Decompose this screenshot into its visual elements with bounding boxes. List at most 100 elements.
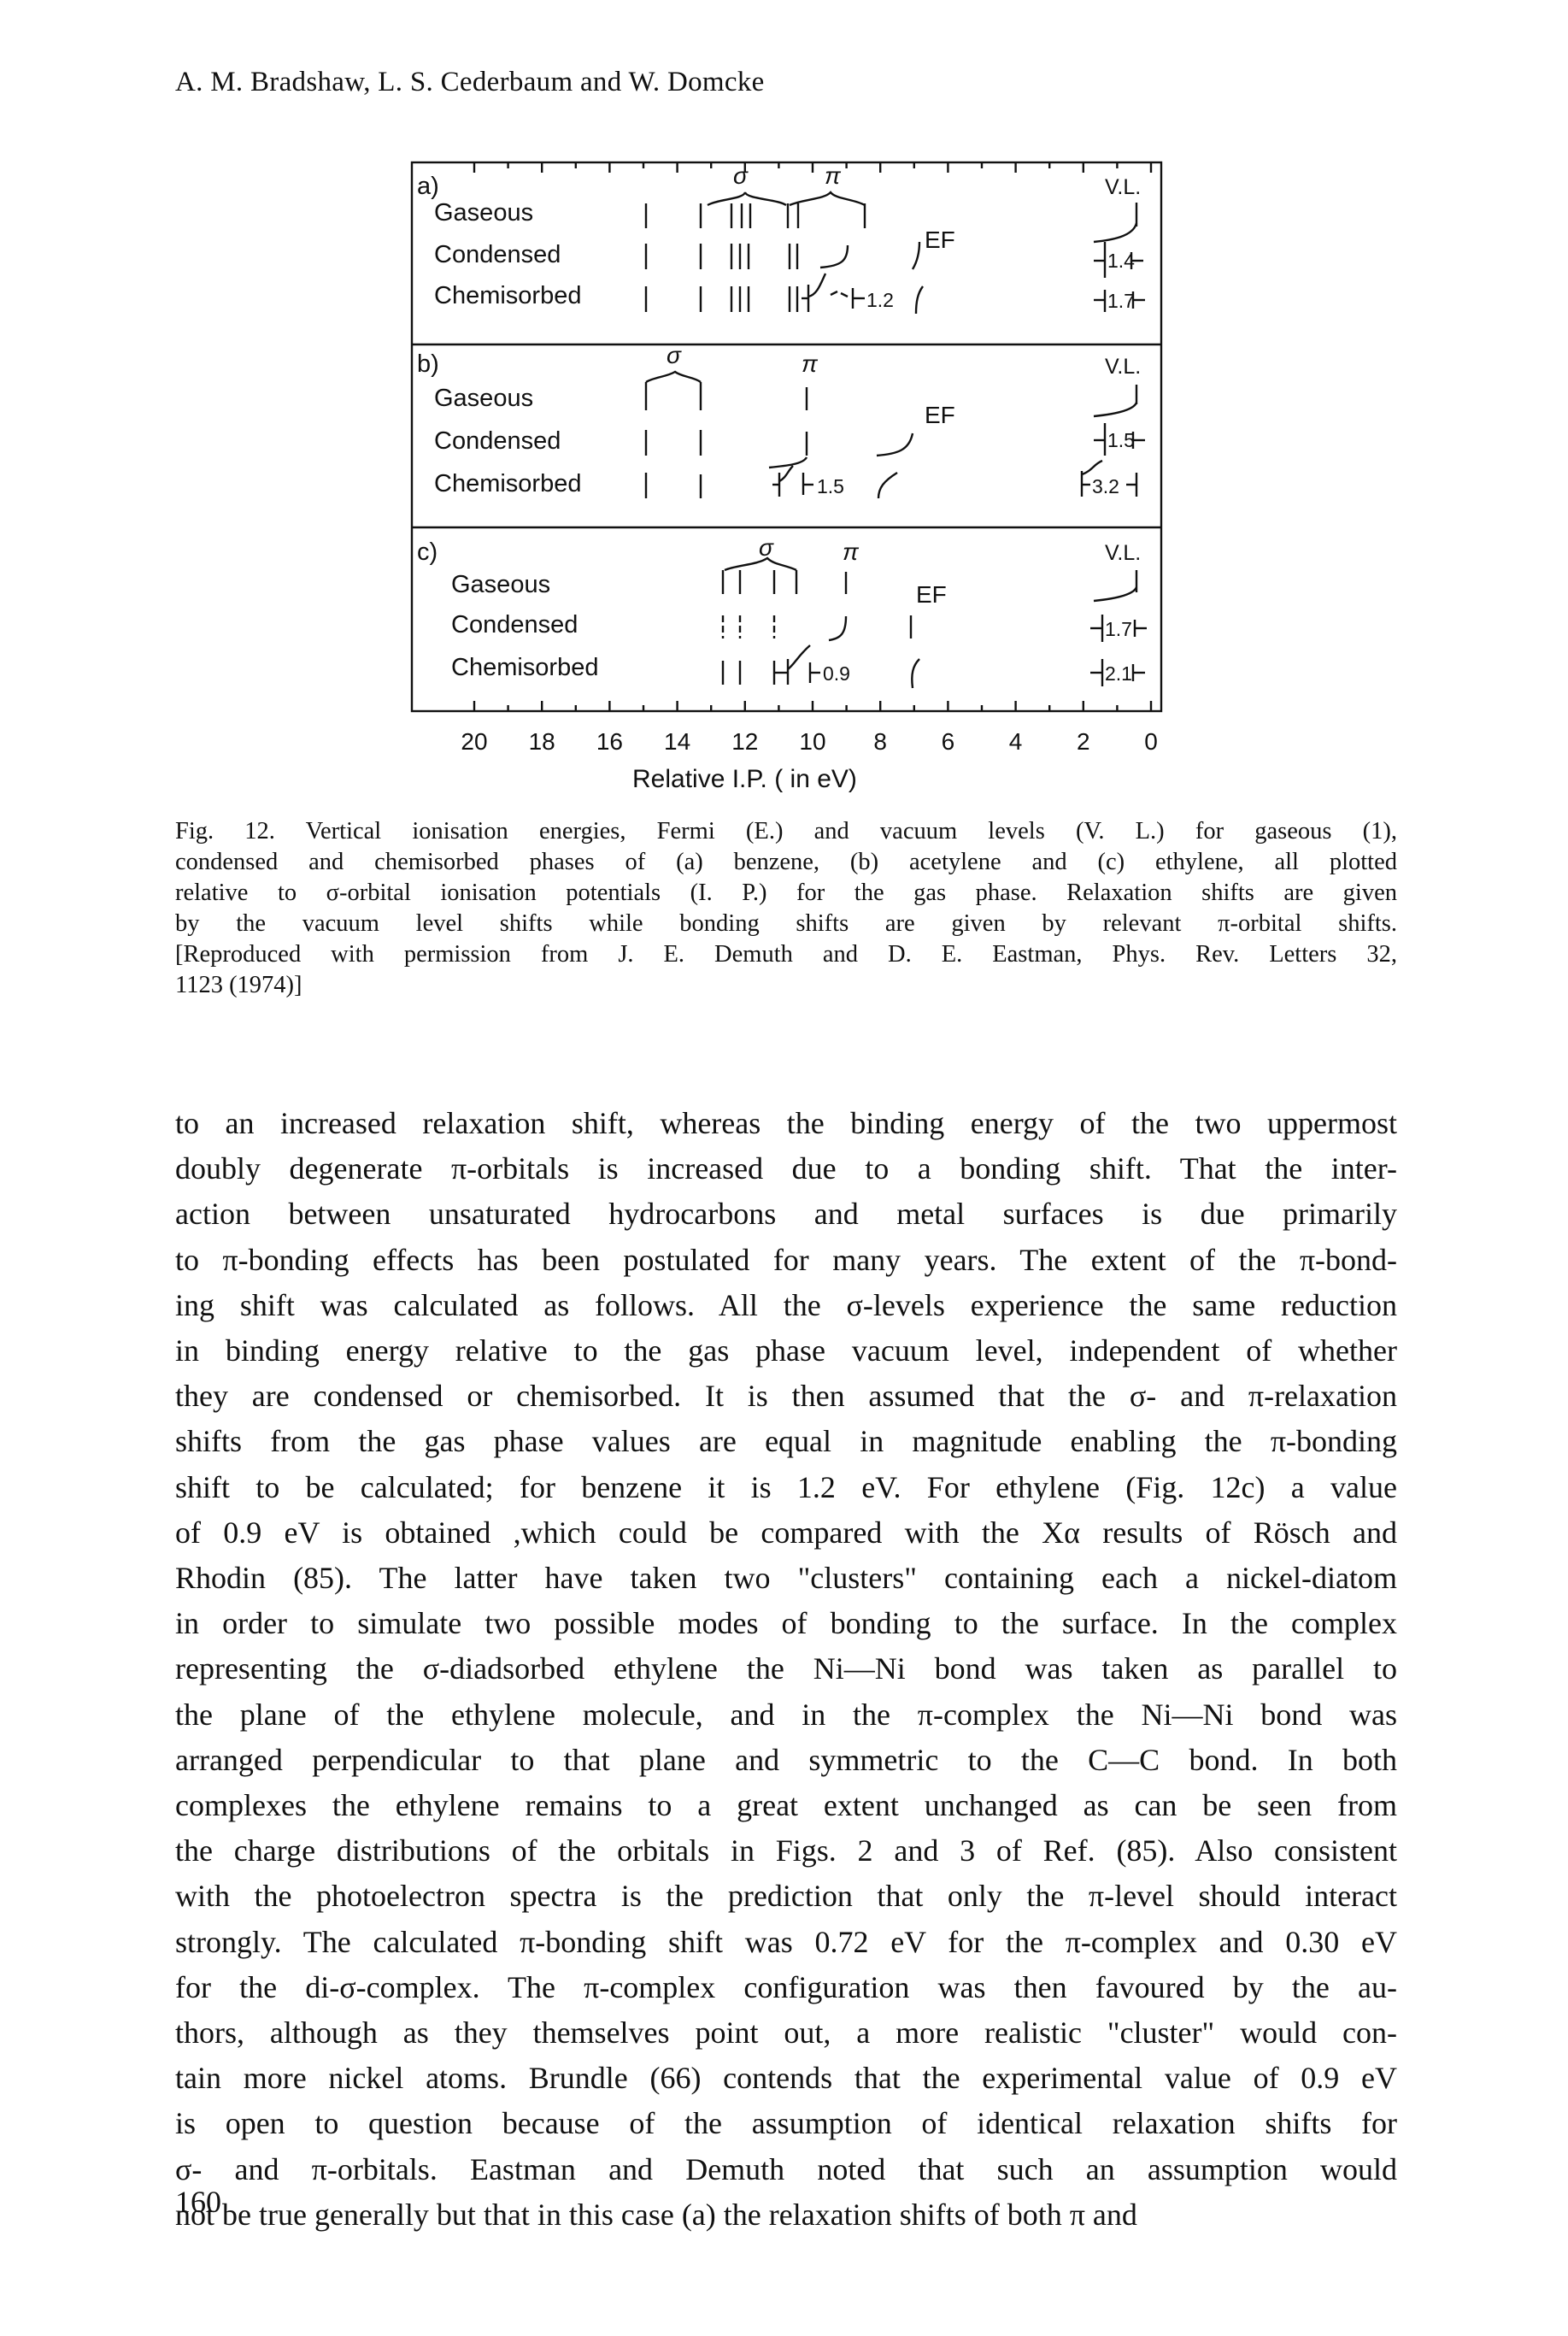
- panel-c-row-chemisorbed: Chemisorbed: [451, 654, 598, 681]
- top-tick-marks: [473, 162, 1153, 173]
- body-line: arranged perpendicular to that plane and…: [175, 1742, 1397, 1777]
- body-line: with the photoelectron spectra is the pr…: [175, 1879, 1397, 1914]
- x-axis-tick-label: 6: [942, 728, 955, 755]
- panel-c-sigma-bracket: [724, 556, 797, 572]
- body-line: to π-bonding effects has been postulated…: [175, 1242, 1397, 1277]
- bottom-tick-marks: [473, 701, 1153, 711]
- panel-b-vacuum-levels: 1.5 3.2: [1080, 385, 1145, 497]
- panel-a-chemisorbed-levels: 1.2: [644, 273, 894, 312]
- panel-a-gaseous-levels: [644, 203, 866, 228]
- panel-a-fermi-levels: [911, 241, 924, 315]
- caption-line: 1123 (1974)]: [175, 972, 302, 998]
- panel-a-vacuum-levels: 1.4 1.7: [1093, 203, 1145, 312]
- x-axis-tick-label: 16: [596, 728, 623, 755]
- panel-c-condensed-levels: [721, 615, 848, 642]
- panel-a-ef-label: EF: [925, 227, 955, 253]
- panel-b-bonding-shift: 1.5: [817, 475, 844, 497]
- caption-line: condensed and chemisorbed phases of (a) …: [175, 849, 1397, 875]
- body-line: the plane of the ethylene molecule, and …: [175, 1697, 1397, 1732]
- body-line: ing shift was calculated as follows. All…: [175, 1287, 1397, 1322]
- body-line: they are condensed or chemisorbed. It is…: [175, 1379, 1397, 1414]
- panel-b-pi-label: π: [802, 350, 819, 377]
- x-axis-label: Relative I.P. ( in eV): [632, 765, 857, 793]
- x-axis-tick-label: 20: [461, 728, 487, 755]
- panel-a: a) Gaseous Condensed Chemisorbed σ π EF …: [417, 162, 1145, 315]
- panel-c-fermi-levels: [909, 615, 920, 689]
- caption-line: Fig. 12. Vertical ionisation energies, F…: [175, 818, 1397, 844]
- body-line: representing the σ-diadsorbed ethylene t…: [175, 1651, 1397, 1686]
- panel-b-vl-label: V.L.: [1105, 355, 1141, 379]
- panel-a-row-chemisorbed: Chemisorbed: [434, 282, 581, 309]
- panel-b-chemisorbed-levels: 1.5: [644, 456, 844, 498]
- panel-b: b) Gaseous Condensed Chemisorbed σ π EF …: [417, 342, 1145, 499]
- panel-a-bonding-shift: 1.2: [866, 289, 894, 311]
- panel-b-vl-shift-condensed: 1.5: [1107, 429, 1135, 451]
- panel-c-vl-shift-condensed: 1.7: [1105, 618, 1132, 640]
- panel-c-vl-label: V.L.: [1105, 541, 1141, 565]
- energy-level-diagram: a) Gaseous Condensed Chemisorbed σ π EF …: [410, 161, 1163, 793]
- body-line: Rhodin (85). The latter have taken two "…: [175, 1561, 1397, 1596]
- body-line: to an increased relaxation shift, wherea…: [175, 1106, 1397, 1140]
- panel-b-row-gaseous: Gaseous: [434, 385, 533, 412]
- figure-caption: Fig. 12. Vertical ionisation energies, F…: [175, 816, 1397, 1001]
- panel-a-row-gaseous: Gaseous: [434, 199, 533, 227]
- panel-b-gaseous-levels: [644, 382, 808, 410]
- panel-b-row-condensed: Condensed: [434, 427, 561, 455]
- x-axis-tick-label: 12: [731, 728, 758, 755]
- panel-b-sigma-bracket: [645, 370, 702, 384]
- caption-line: relative to σ-orbital ionisation potenti…: [175, 880, 1397, 906]
- diagram-frame: [410, 161, 1163, 713]
- panel-c-row-gaseous: Gaseous: [451, 571, 550, 598]
- panel-c-bonding-shift: 0.9: [823, 662, 850, 685]
- body-line: σ- and π-orbitals. Eastman and Demuth no…: [175, 2151, 1397, 2186]
- panel-a-vl-label: V.L.: [1105, 175, 1141, 199]
- figure-12: a) Gaseous Condensed Chemisorbed σ π EF …: [342, 132, 1196, 816]
- panel-a-vl-shift-chemisorbed: 1.7: [1107, 290, 1135, 312]
- page-number: 160: [175, 2185, 221, 2219]
- panel-c-chemisorbed-levels: 0.9: [721, 644, 850, 685]
- x-axis-tick-label: 0: [1144, 728, 1158, 755]
- panel-b-condensed-levels: [644, 430, 808, 456]
- panel-c-sigma-label: σ: [759, 534, 774, 561]
- panel-a-pi-label: π: [825, 162, 842, 189]
- x-axis-tick-label: 8: [873, 728, 887, 755]
- caption-line: by the vacuum level shifts while bonding…: [175, 910, 1397, 937]
- x-axis-tick-label: 10: [799, 728, 825, 755]
- body-text: to an increased relaxation shift, wherea…: [175, 1101, 1397, 2238]
- body-line: of 0.9 eV is obtained ,which could be co…: [175, 1515, 1397, 1550]
- x-axis-tick-label: 4: [1009, 728, 1023, 755]
- body-line: the charge distributions of the orbitals…: [175, 1833, 1397, 1868]
- body-line: in binding energy relative to the gas ph…: [175, 1333, 1397, 1368]
- body-line: thors, although as they themselves point…: [175, 2015, 1397, 2051]
- body-line: shifts from the gas phase values are equ…: [175, 1424, 1397, 1459]
- panel-a-sigma-label: σ: [733, 162, 749, 189]
- panel-b-fermi-levels: [876, 432, 914, 499]
- body-line: tain more nickel atoms. Brundle (66) con…: [175, 2061, 1397, 2096]
- x-axis-tick-label: 2: [1077, 728, 1090, 755]
- body-line: action between unsaturated hydrocarbons …: [175, 1197, 1397, 1232]
- panel-a-pi-bracket: [789, 191, 866, 207]
- panel-c-vacuum-levels: 1.7 2.1: [1090, 570, 1147, 686]
- body-line: complexes the ethylene remains to a grea…: [175, 1788, 1397, 1823]
- panel-c-ef-label: EF: [916, 581, 947, 608]
- panel-b-row-chemisorbed: Chemisorbed: [434, 470, 581, 497]
- panel-c-pi-label: π: [843, 538, 860, 565]
- body-line: is open to question because of the assum…: [175, 2106, 1397, 2141]
- panel-a-label: a): [417, 173, 439, 200]
- panel-c-row-condensed: Condensed: [451, 611, 578, 638]
- running-head: A. M. Bradshaw, L. S. Cederbaum and W. D…: [175, 67, 765, 97]
- x-axis-tick-label: 14: [664, 728, 690, 755]
- caption-line: [Reproduced with permission from J. E. D…: [175, 941, 1397, 968]
- panel-c-label: c): [417, 538, 438, 566]
- body-line: in order to simulate two possible modes …: [175, 1606, 1397, 1641]
- panel-b-label: b): [417, 350, 439, 378]
- panel-c: c) Gaseous Condensed Chemisorbed σ π EF …: [417, 534, 1147, 689]
- panel-b-sigma-label: σ: [667, 342, 682, 368]
- panel-c-vl-shift-chemisorbed: 2.1: [1105, 662, 1132, 685]
- body-line: shift to be calculated; for benzene it i…: [175, 1469, 1397, 1504]
- panel-b-vl-shift-chemisorbed: 3.2: [1092, 475, 1119, 497]
- panel-a-condensed-levels: [644, 244, 849, 269]
- body-line: strongly. The calculated π-bonding shift…: [175, 1924, 1397, 1959]
- panel-b-ef-label: EF: [925, 402, 955, 428]
